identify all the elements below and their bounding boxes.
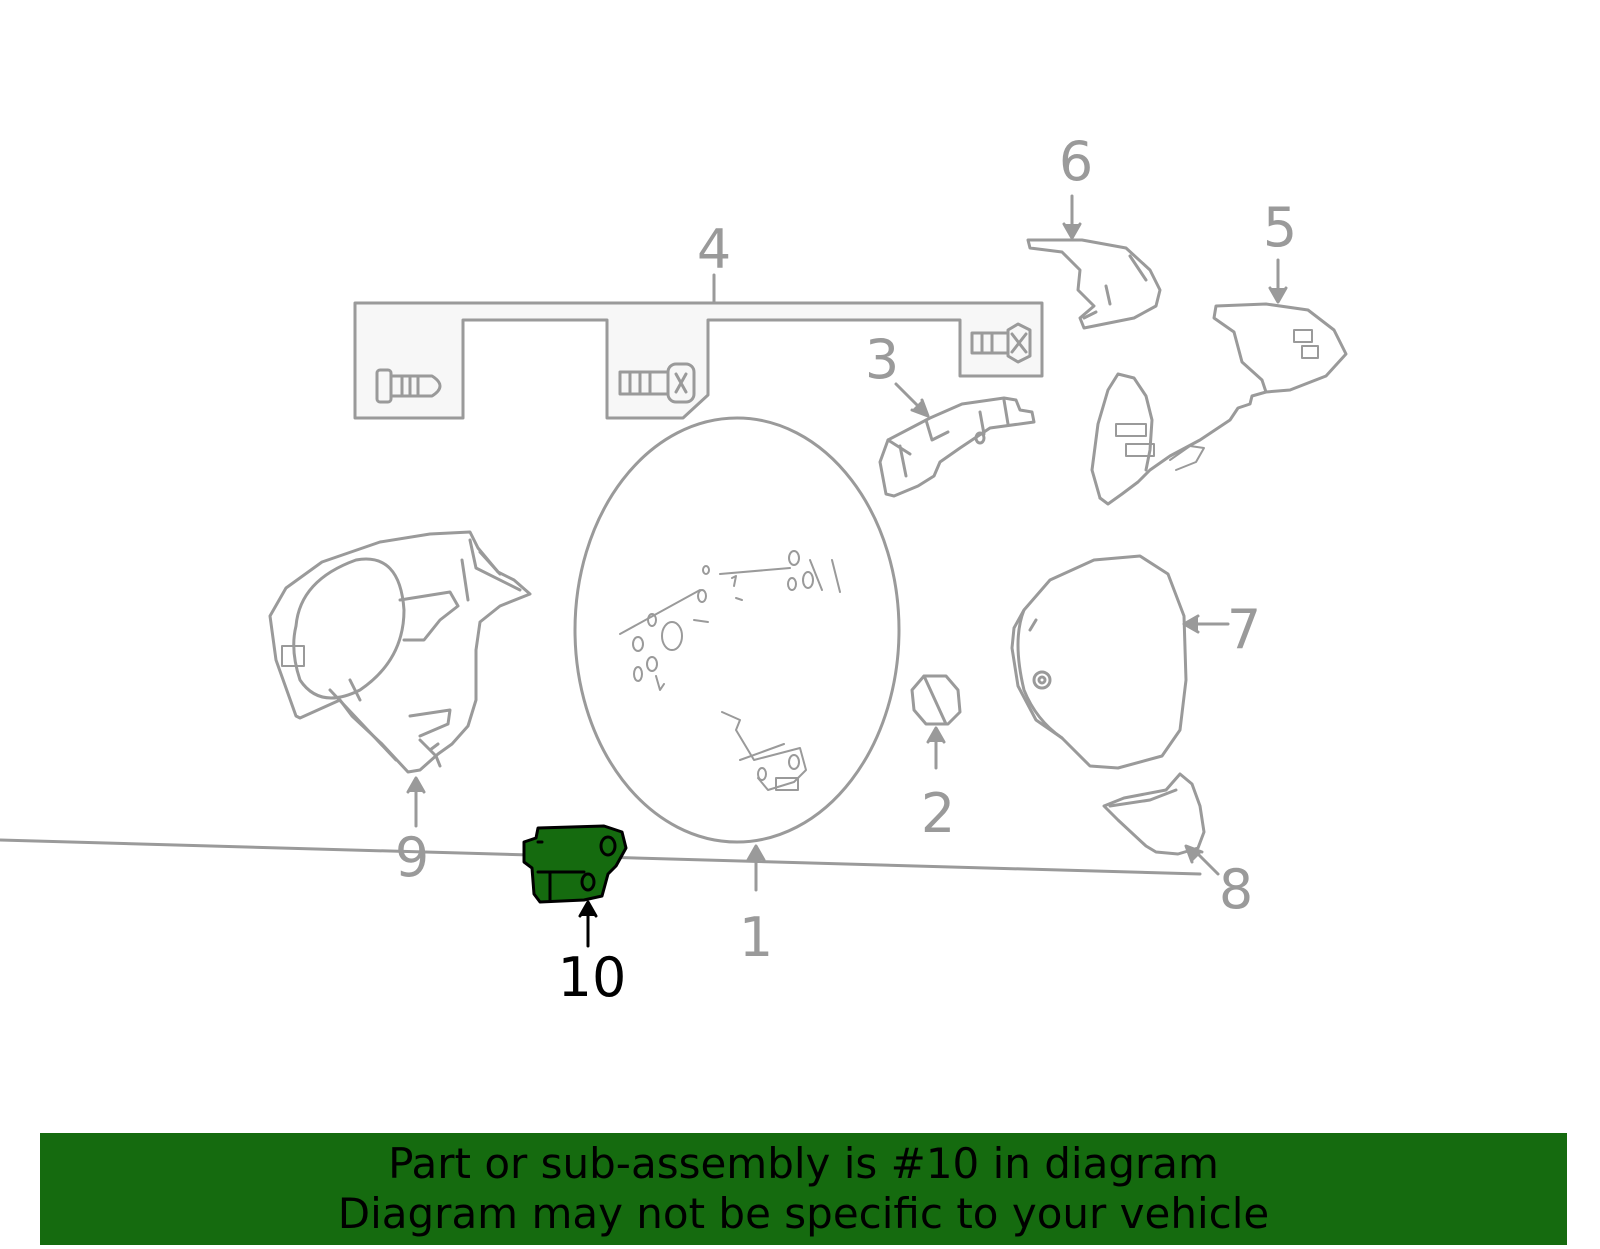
part-4-bracket[interactable] bbox=[353, 273, 1044, 420]
part-2-nut[interactable] bbox=[910, 674, 962, 770]
part-5-steering-switch[interactable] bbox=[1090, 258, 1348, 506]
bolt-middle-icon bbox=[618, 362, 696, 404]
callout-9: 9 bbox=[395, 826, 429, 889]
callout-3: 3 bbox=[865, 328, 899, 391]
part-1-airbag-cover[interactable] bbox=[573, 416, 901, 892]
part-6-switch-cover[interactable] bbox=[1026, 194, 1162, 330]
callout-5: 5 bbox=[1263, 196, 1297, 259]
part-7-airbag-module[interactable] bbox=[1010, 554, 1230, 770]
callout-2: 2 bbox=[921, 782, 955, 845]
part-3-switch-bracket[interactable] bbox=[878, 382, 1036, 498]
info-banner: Part or sub-assembly is #10 in diagram D… bbox=[40, 1133, 1567, 1245]
part-9-column-cover[interactable] bbox=[268, 530, 532, 828]
callout-1: 1 bbox=[739, 906, 773, 969]
callout-7: 7 bbox=[1227, 598, 1261, 661]
part-10-highlighted-bracket[interactable] bbox=[522, 824, 628, 948]
banner-line-2: Diagram may not be specific to your vehi… bbox=[337, 1189, 1270, 1238]
bolt-right-icon bbox=[970, 322, 1032, 364]
banner-line-1: Part or sub-assembly is #10 in diagram bbox=[388, 1139, 1219, 1188]
callout-8: 8 bbox=[1219, 858, 1253, 921]
callout-4: 4 bbox=[697, 218, 731, 281]
bolt-left-icon bbox=[375, 368, 442, 404]
callout-10: 10 bbox=[558, 946, 627, 1009]
callout-6: 6 bbox=[1059, 130, 1093, 193]
